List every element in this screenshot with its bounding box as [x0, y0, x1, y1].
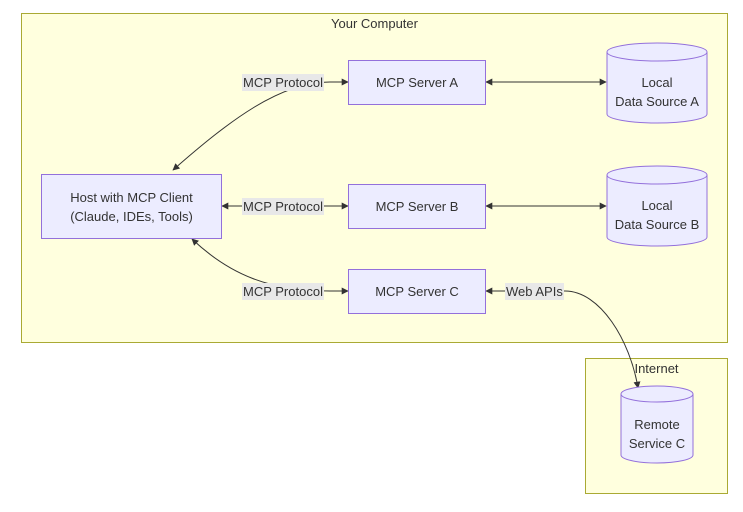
edge-label-web-apis: Web APIs [505, 283, 564, 300]
database-icon [606, 42, 708, 124]
node-remote-c[interactable]: Remote Service C [620, 385, 694, 465]
node-server-a-label: MCP Server A [375, 75, 459, 90]
edge-label-protocol-a: MCP Protocol [242, 74, 324, 91]
node-host[interactable]: Host with MCP Client (Claude, IDEs, Tool… [41, 174, 222, 239]
node-data-b-line-1: Local [641, 198, 673, 213]
node-server-b[interactable]: MCP Server B [348, 184, 486, 229]
node-data-b-line-2: Data Source B [614, 217, 700, 232]
node-host-line-1: Host with MCP Client [70, 189, 193, 205]
edge-protocol-a [172, 78, 349, 171]
node-server-c[interactable]: MCP Server C [348, 269, 486, 314]
node-data-a-line-2: Data Source A [615, 94, 699, 109]
node-data-a[interactable]: Local Data Source A [606, 42, 708, 124]
cluster-title-internet: Internet [634, 361, 679, 376]
edge-label-protocol-c: MCP Protocol [242, 283, 324, 300]
node-remote-c-line-2: Service C [628, 436, 686, 451]
database-icon [606, 165, 708, 247]
cluster-title-your-computer: Your Computer [331, 16, 418, 31]
node-server-c-label: MCP Server C [375, 284, 459, 299]
node-data-a-line-1: Local [641, 75, 673, 90]
node-data-b[interactable]: Local Data Source B [606, 165, 708, 247]
database-icon [620, 385, 694, 464]
node-remote-c-line-1: Remote [634, 417, 680, 432]
edge-label-protocol-b: MCP Protocol [242, 198, 324, 215]
edge-web-apis [485, 287, 641, 389]
node-server-b-label: MCP Server B [375, 199, 459, 214]
node-host-line-2: (Claude, IDEs, Tools) [70, 208, 193, 224]
node-server-a[interactable]: MCP Server A [348, 60, 486, 105]
